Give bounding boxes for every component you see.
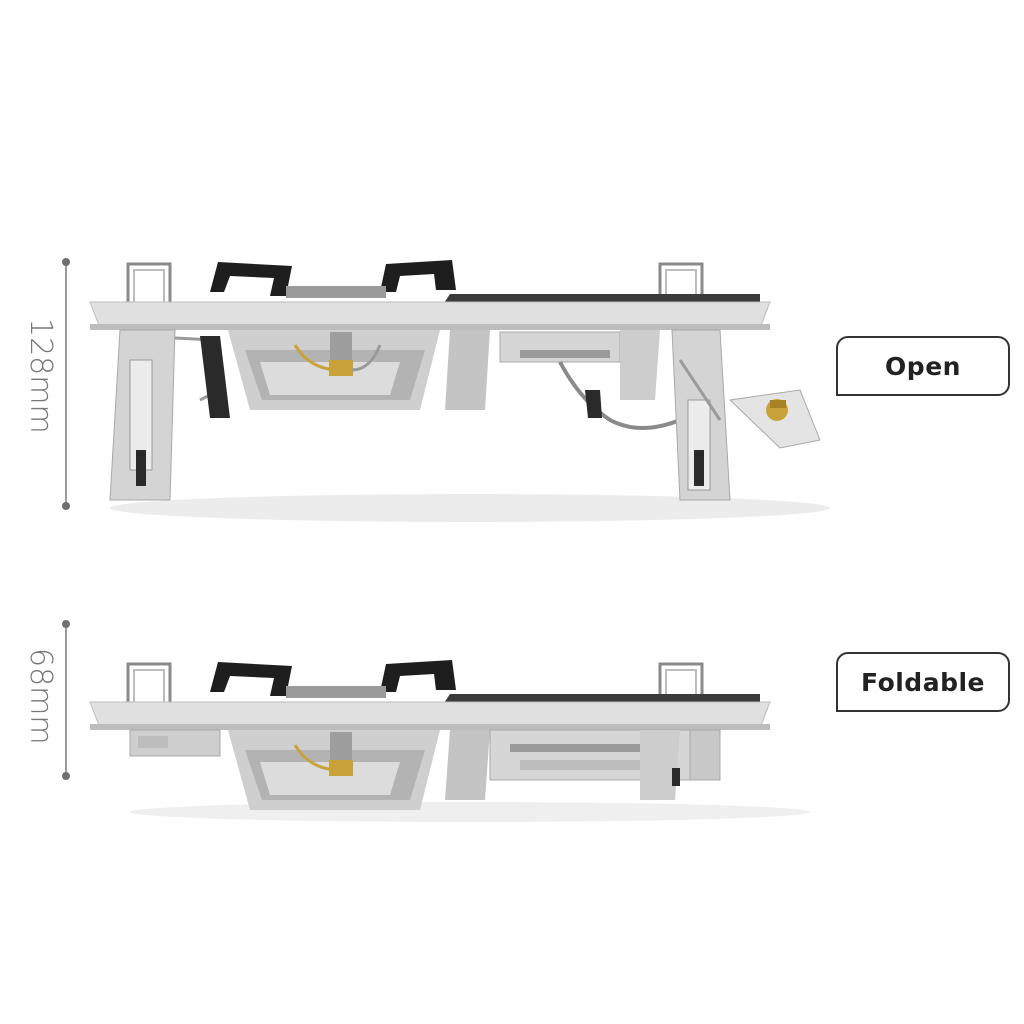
open-height-line bbox=[65, 262, 67, 506]
folded-height-label: 68mm bbox=[23, 648, 58, 745]
open-label-tag: Open bbox=[836, 336, 1010, 396]
open-height-label: 128mm bbox=[23, 318, 58, 434]
folded-label-tag: Foldable bbox=[836, 652, 1010, 712]
folded-label: Foldable bbox=[861, 667, 985, 697]
open-label: Open bbox=[885, 351, 961, 381]
stove-folded-illustration bbox=[89, 660, 810, 822]
folded-height-line bbox=[65, 624, 67, 776]
open-height-bottom-dot bbox=[62, 502, 70, 510]
open-height-top-dot bbox=[62, 258, 70, 266]
folded-height-bottom-dot bbox=[62, 772, 70, 780]
stove-open-illustration bbox=[89, 260, 830, 522]
folded-height-top-dot bbox=[62, 620, 70, 628]
